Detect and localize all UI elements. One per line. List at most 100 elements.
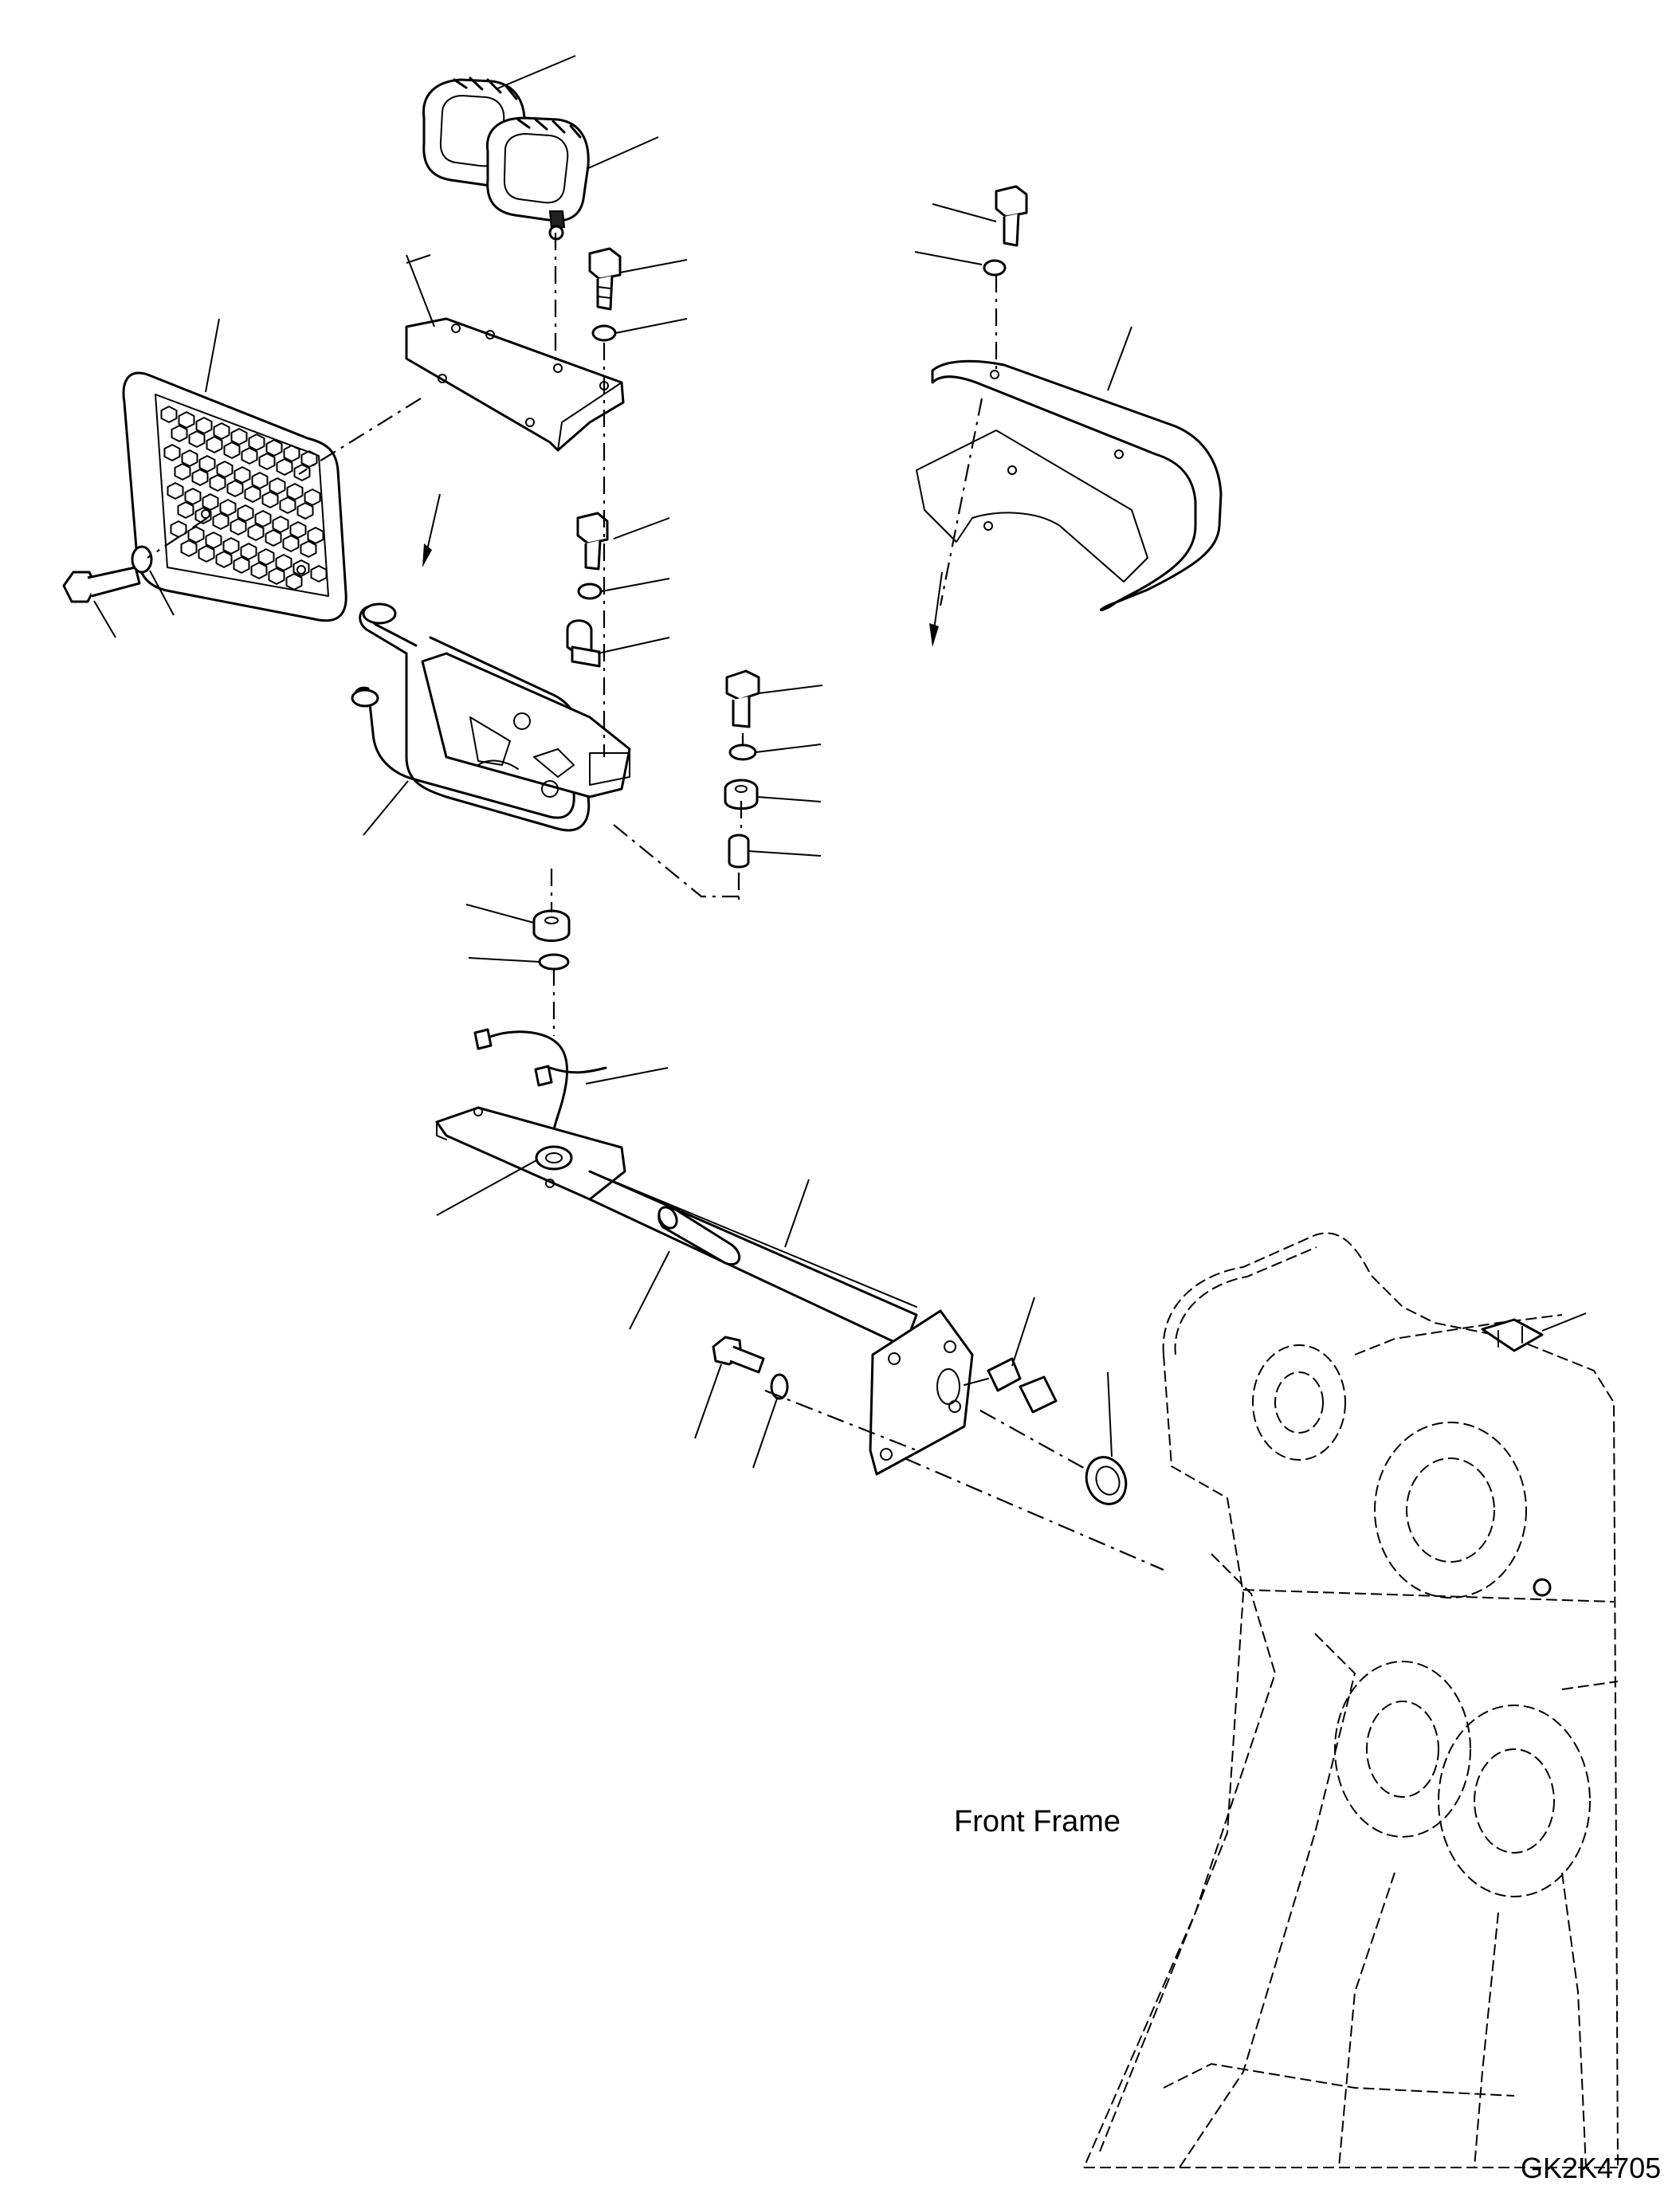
grille-hex-cell <box>215 551 233 568</box>
washer-fender <box>983 259 1007 277</box>
arm-end-plate <box>869 1309 974 1476</box>
grille-hex-cell <box>223 441 241 459</box>
grille-hex-cell <box>191 469 209 486</box>
lower-cushion <box>532 909 571 942</box>
direction-arrows <box>422 493 943 647</box>
grille-hex-cell <box>213 422 230 440</box>
leader-lines <box>93 55 1587 1469</box>
grille-hex-cell <box>261 491 279 508</box>
drawing-number: GK2K4705 <box>1521 2152 1662 2184</box>
grille-hex-cell <box>289 521 307 539</box>
grille-hex-cell <box>202 493 219 511</box>
grille-hex-cell <box>258 453 276 470</box>
grille-hex-cell <box>198 455 216 473</box>
grille-hex-cell <box>212 512 230 530</box>
grille-hex-cell <box>160 406 178 423</box>
assembly-lines <box>147 233 1164 1571</box>
grille-hex-cell <box>307 527 324 544</box>
fender-shield <box>916 359 1223 612</box>
grille-hex-cell <box>240 543 257 560</box>
bolt-lamp-bracket <box>588 247 622 311</box>
grille-hex-cell <box>177 501 194 519</box>
lower-washer <box>538 953 570 971</box>
harness-protector-tube <box>657 1206 741 1266</box>
arm-washer <box>770 1373 789 1400</box>
bolt-grille <box>62 566 141 603</box>
grille-hex-cell <box>171 425 188 442</box>
grille-hex-cell <box>279 496 296 514</box>
grommet <box>1085 1456 1128 1505</box>
washer-lamp-bracket <box>591 324 617 342</box>
grille-hex-cell <box>276 458 293 476</box>
grille-hex-cell <box>198 545 215 563</box>
grille-hex-cell <box>272 516 289 533</box>
grille-hex-cell <box>241 447 258 465</box>
grille-hex-cell <box>293 464 311 481</box>
grille-hex-cell <box>254 510 272 528</box>
bolt-mount <box>725 669 760 728</box>
grille-hex-cell <box>244 485 261 503</box>
bolt-frame <box>576 512 609 571</box>
front-frame-label: Front Frame <box>954 1805 1121 1838</box>
grille-hex-cell <box>195 417 213 434</box>
grille-hex-cell <box>257 548 275 566</box>
grille-hex-cell <box>181 449 198 467</box>
grille-hex-cell <box>304 488 321 506</box>
washer-mount <box>728 743 757 761</box>
grille-hex-cell <box>216 461 234 478</box>
grille-hex-cell <box>188 430 206 448</box>
grille-hex-cell <box>226 480 244 497</box>
work-lamp-right <box>486 116 590 241</box>
lamp-guard-frame <box>351 602 631 832</box>
grille-hex-cell <box>163 444 181 461</box>
front-frame-outline <box>1083 1232 1619 2168</box>
grille-hex-cell <box>285 573 303 590</box>
cable-clamp <box>566 619 601 668</box>
grille-hex-cell <box>234 466 251 484</box>
grille-hex-cell <box>310 565 328 583</box>
grille-hex-cell <box>174 463 191 481</box>
grille-hex-cell <box>209 474 226 492</box>
grille-hex-cell <box>283 445 300 462</box>
grille-hex-cell <box>286 483 304 500</box>
grille-hex-cell <box>275 554 292 571</box>
bolt-fender <box>995 185 1028 247</box>
grille-hex-cell <box>219 499 237 516</box>
grille-hex-cell <box>205 532 222 549</box>
grille-hex-cell <box>233 556 250 574</box>
grille-hex-cell <box>230 428 248 445</box>
grille-hex-cell <box>206 436 223 453</box>
grille-hex-cell <box>194 507 212 524</box>
grille-hex-cell <box>187 526 205 543</box>
arm-bolt <box>712 1336 765 1374</box>
grille-hex-cell <box>222 537 240 555</box>
grille-hex-cell <box>237 504 254 522</box>
grille-hex-cell <box>292 559 310 577</box>
rubber-cushion <box>724 779 759 810</box>
grille-hex-cell <box>248 434 265 451</box>
washer-grille <box>131 545 153 574</box>
grille-hex-cell <box>180 539 198 557</box>
grille-hex-cell <box>300 450 318 468</box>
grille-hex-cell <box>265 439 283 457</box>
grille-hex-cell <box>167 482 184 500</box>
grille-hex-cell <box>268 567 285 585</box>
grille-hex-cell <box>296 502 314 520</box>
washer-frame <box>577 583 603 600</box>
grille-hex-cell <box>269 477 286 495</box>
grille-hex-cell <box>230 518 247 536</box>
grille-hex-cell <box>178 411 195 429</box>
end-connector <box>964 1357 1058 1414</box>
grille-hex-cell <box>250 562 268 579</box>
grille-hex-cell <box>265 529 282 547</box>
spacer-collar <box>728 834 750 869</box>
grille-hex-cell <box>184 488 202 505</box>
grille-hex-cell <box>247 524 265 541</box>
honeycomb-grille <box>122 371 347 622</box>
grille-hex-cell <box>251 472 269 489</box>
lamp-mounting-bracket <box>405 317 625 452</box>
grille-hex-cell <box>300 540 317 558</box>
grille-hex-cell <box>282 535 300 552</box>
